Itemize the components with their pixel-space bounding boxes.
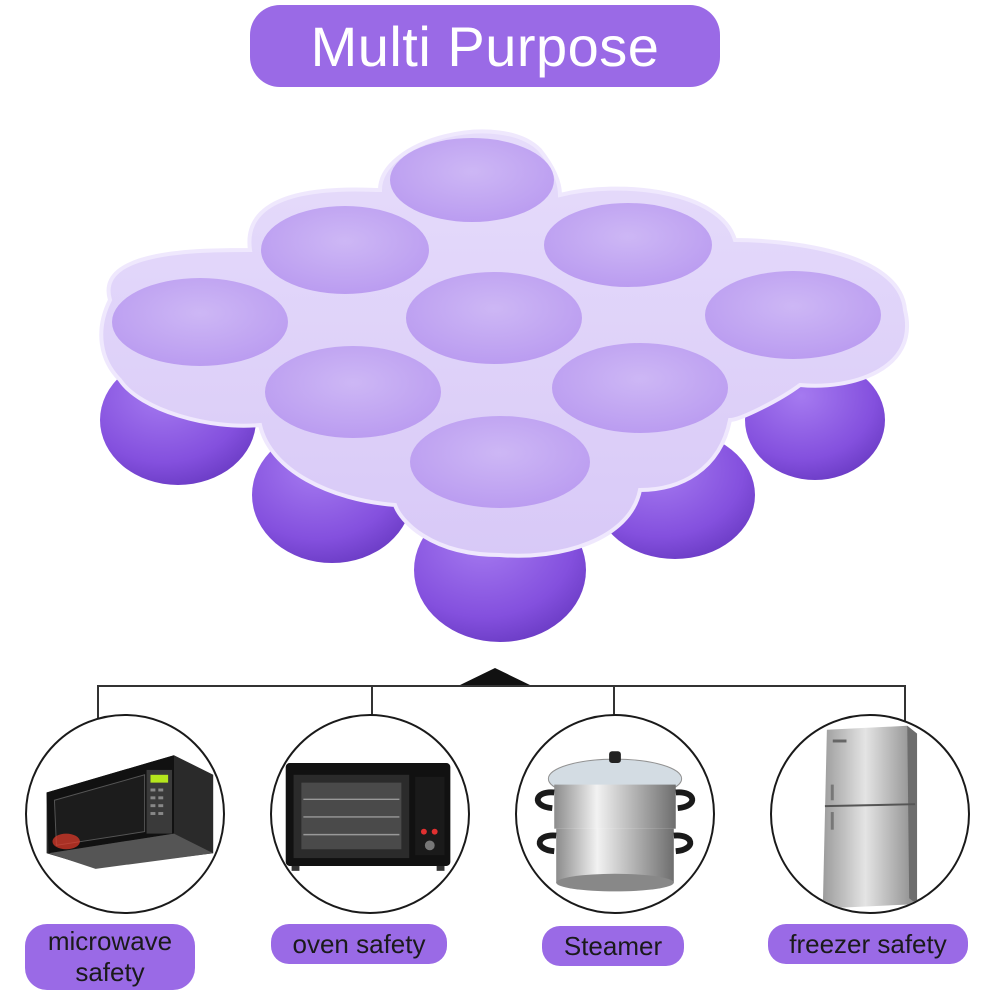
- usage-label-text: Steamer: [563, 930, 663, 961]
- usage-label-text: freezer safety: [789, 928, 947, 959]
- title-text: Multi Purpose: [310, 14, 660, 78]
- usage-label-text: microwave safety: [47, 926, 173, 987]
- usage-label-steamer: Steamer: [542, 926, 684, 966]
- connector-lines: [97, 668, 906, 722]
- usage-label-oven: oven safety: [271, 924, 447, 964]
- usage-label-microwave: microwave safety: [25, 924, 195, 990]
- microwave-icon: [46, 755, 214, 869]
- steamer-circle: [515, 714, 715, 914]
- lid-well: [112, 278, 288, 366]
- silicone-tray-image: [99, 129, 909, 642]
- usage-label-freezer: freezer safety: [768, 924, 968, 964]
- oven-circle: [270, 714, 470, 914]
- title-banner: Multi Purpose: [250, 5, 720, 87]
- lid-well: [705, 271, 881, 359]
- lid-well: [265, 346, 441, 438]
- lid-well: [261, 206, 429, 294]
- steamer-pot-icon: [534, 751, 696, 892]
- oven-icon: [285, 763, 451, 871]
- refrigerator-icon: [822, 725, 918, 909]
- lid-well: [410, 416, 590, 508]
- microwave-circle: [25, 714, 225, 914]
- refrigerator-circle: [770, 714, 970, 914]
- lid-well: [406, 272, 582, 364]
- lid-well: [552, 343, 728, 433]
- lid-well: [390, 138, 554, 222]
- lid-well: [544, 203, 712, 287]
- usage-label-text: oven safety: [292, 928, 426, 959]
